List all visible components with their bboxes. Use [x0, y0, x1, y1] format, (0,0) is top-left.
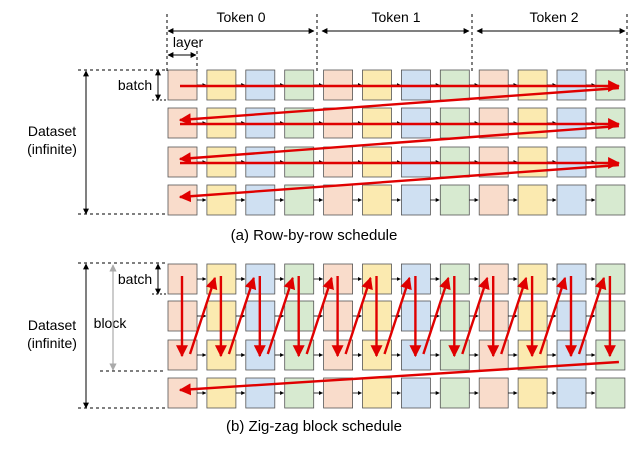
schedule-arrow [178, 124, 619, 165]
layer-cell [517, 377, 548, 409]
panel-row-by-row: Dataset (infinite) batch (a) Row-by-row … [27, 69, 626, 244]
schedule-arrow [344, 276, 373, 355]
token-2-label: Token 2 [529, 9, 578, 25]
schedule-arrows-zig-zag [176, 276, 619, 396]
schedule-arrow [266, 276, 296, 355]
layer-cell [556, 184, 587, 216]
layer-cell [206, 377, 237, 409]
batch-label-a: batch [118, 77, 152, 93]
dataset-label-a2: (infinite) [27, 141, 77, 157]
caption-b: (b) Zig-zag block schedule [226, 418, 402, 435]
layer-cell [245, 377, 276, 409]
block-label: block [94, 315, 128, 331]
layer-cell [517, 184, 548, 216]
schedule-arrow [227, 276, 257, 355]
schedule-arrow [500, 276, 529, 355]
schedule-arrow [188, 276, 218, 355]
layer-cell [478, 184, 509, 216]
dataset-label-b2: (infinite) [27, 335, 77, 351]
schedule-arrow [178, 163, 619, 203]
layer-cell [206, 184, 237, 216]
schedule-arrow [577, 276, 607, 355]
token-header: Token 0 Token 1 Token 2 layer [166, 9, 628, 72]
token-1-label: Token 1 [371, 9, 420, 25]
layer-cell [439, 377, 470, 409]
token-0-label: Token 0 [216, 9, 265, 25]
layer-cell [478, 377, 509, 409]
schedule-arrow [178, 86, 619, 126]
layer-cell [323, 377, 354, 409]
schedule-arrow [461, 276, 490, 355]
layer-cell [556, 377, 587, 409]
layer-cell [400, 377, 431, 409]
layer-cell [362, 377, 392, 409]
batch-label-b: batch [118, 271, 152, 287]
schedule-arrow [383, 276, 412, 355]
schedule-arrow [305, 276, 334, 355]
dataset-label-b1: Dataset [28, 317, 76, 333]
token-dividers [166, 14, 628, 72]
schedule-arrow [422, 276, 451, 355]
layer-cell [400, 184, 431, 216]
dataset-label-a1: Dataset [28, 123, 76, 139]
layer-cell [439, 184, 470, 216]
layer-label: layer [173, 34, 204, 50]
layer-cell [323, 184, 354, 216]
schedule-arrow [178, 360, 619, 396]
layer-cell [167, 377, 198, 409]
schedule-arrow [538, 276, 568, 355]
panel-zig-zag: Dataset (infinite) batch block (b) Zig-z… [27, 262, 626, 435]
caption-a: (a) Row-by-row schedule [231, 227, 398, 244]
layer-cell [595, 377, 626, 409]
layer-cell [167, 184, 198, 216]
schedule-arrows-row-by-row [178, 80, 621, 203]
layer-cell [595, 184, 626, 216]
layer-cell [362, 184, 392, 216]
